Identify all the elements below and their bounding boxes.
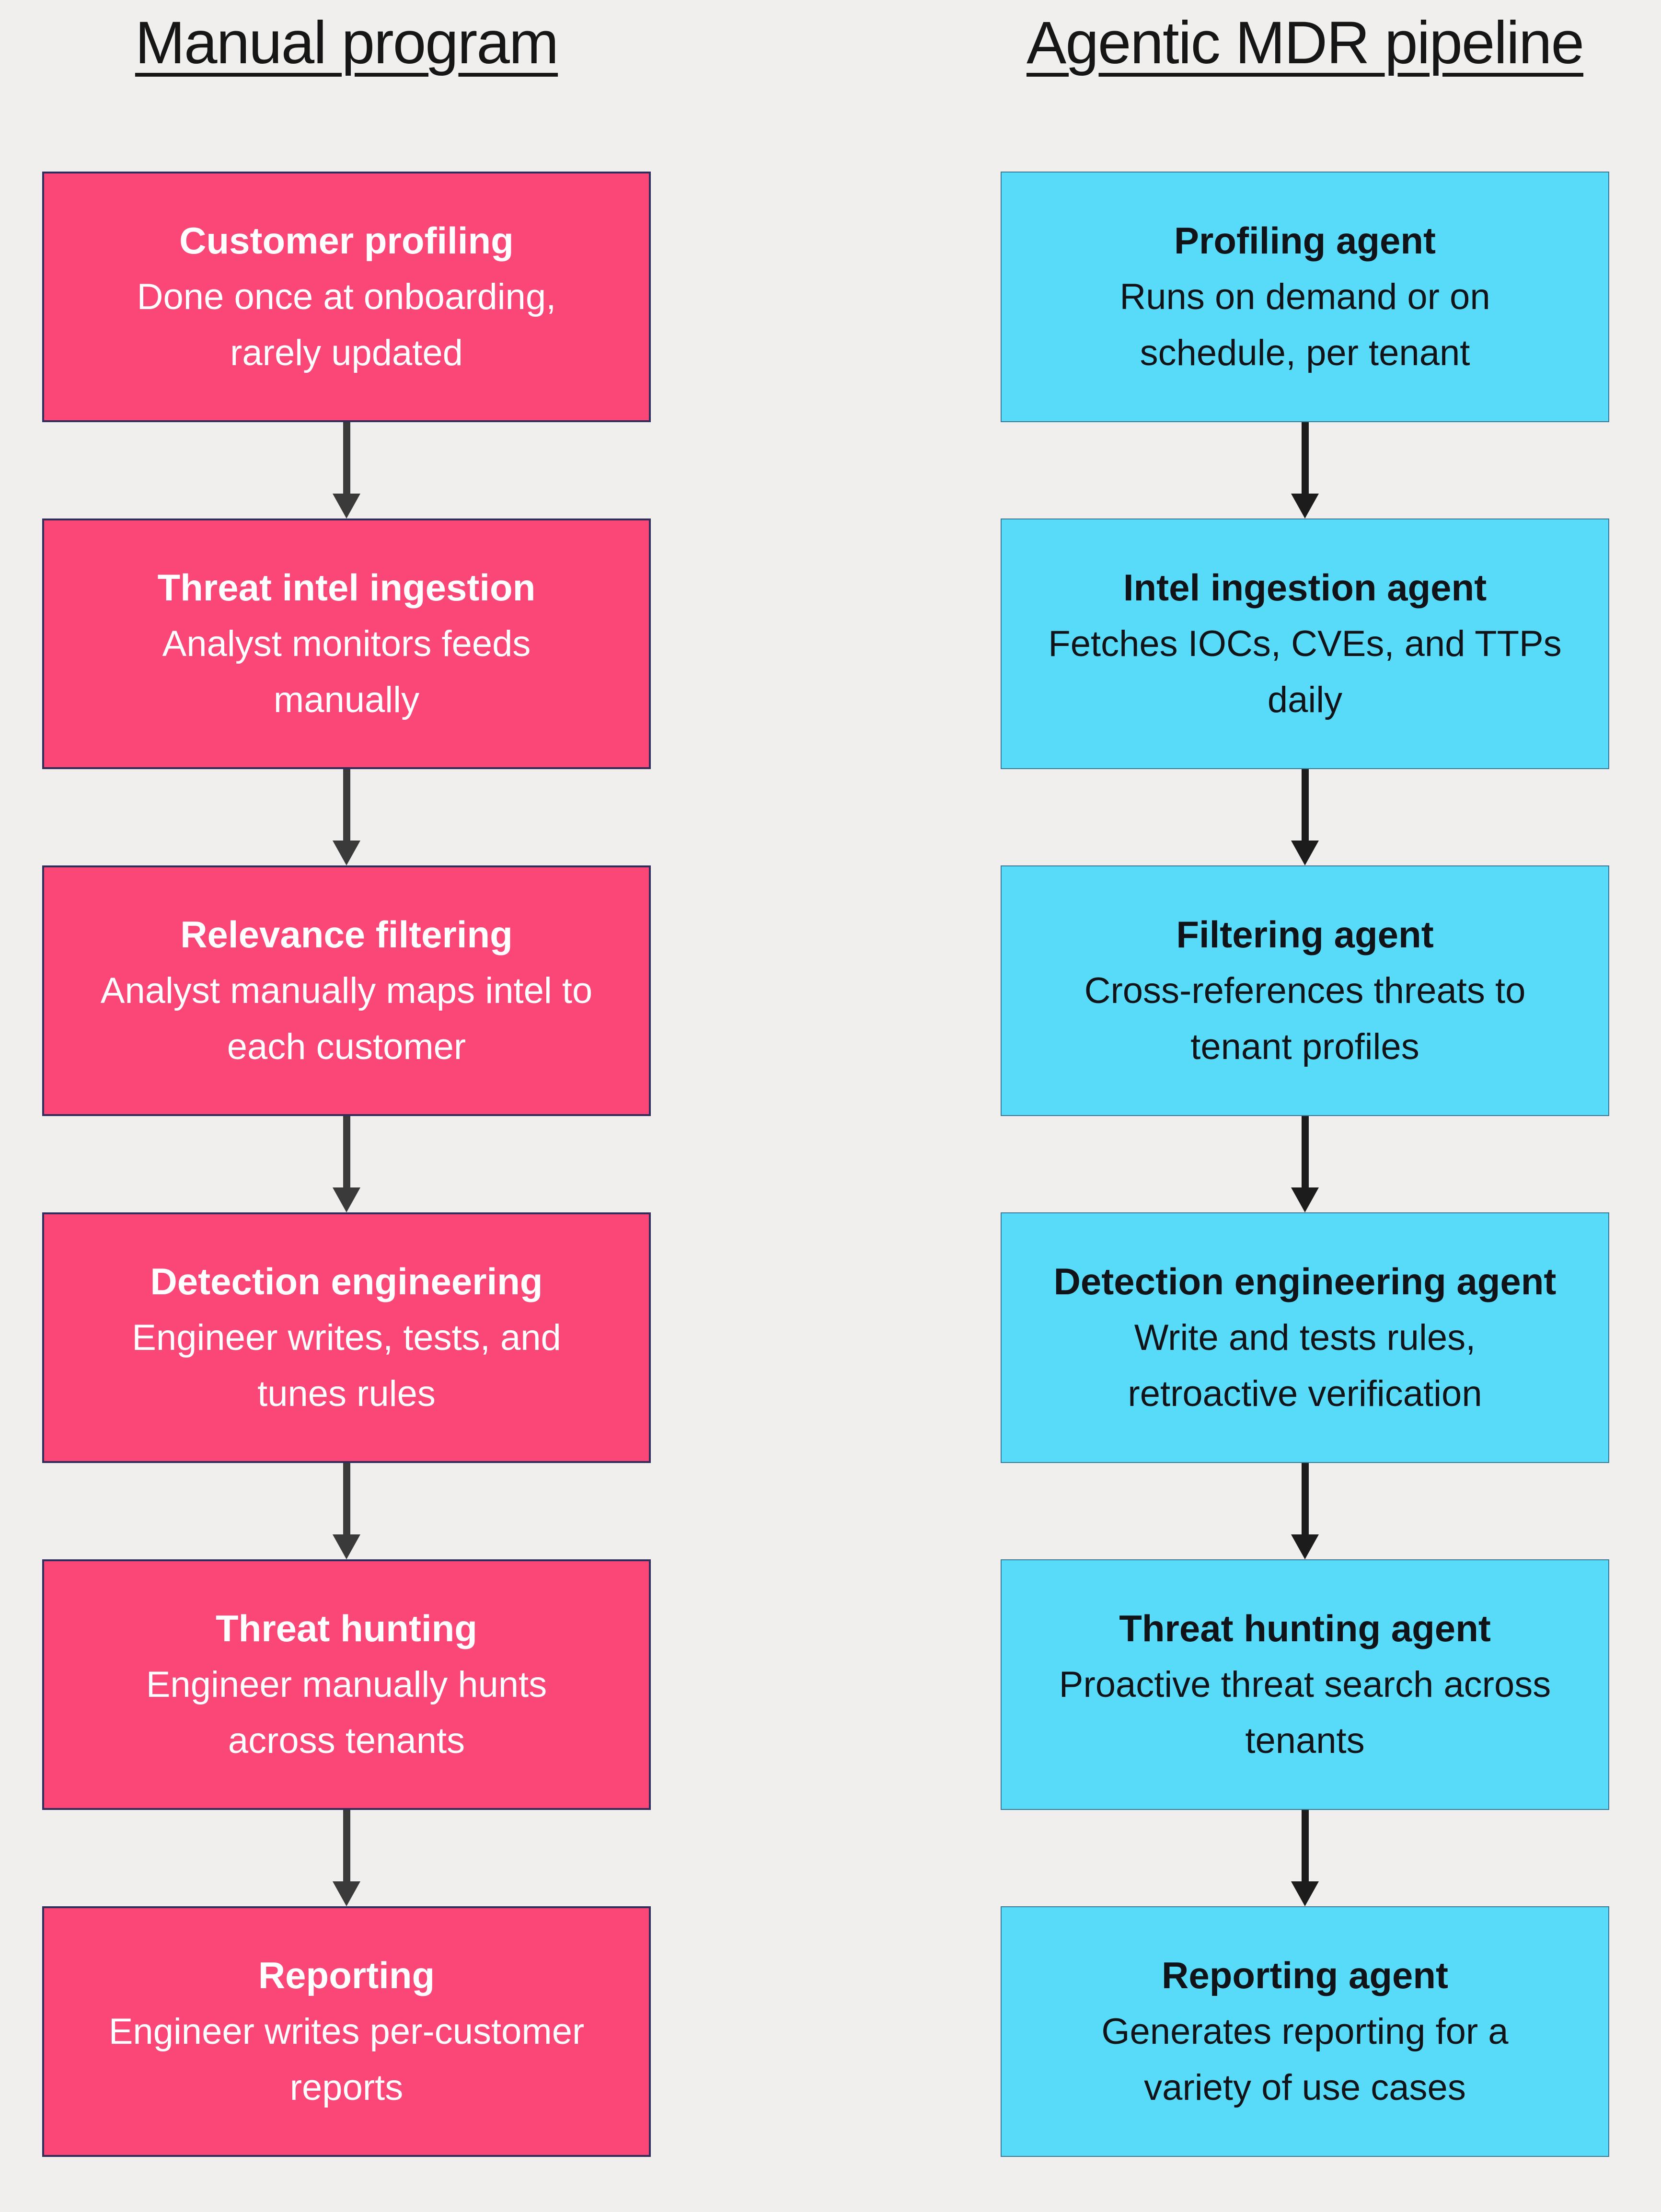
arrow-stem (1301, 1809, 1309, 1881)
node-title: Profiling agent (1174, 219, 1436, 262)
arrow-stem (1301, 769, 1309, 841)
arrow-down-icon (1001, 1116, 1609, 1212)
node-title: Threat intel ingestion (157, 566, 536, 609)
column-title-manual: Manual program (135, 10, 559, 76)
arrow-stem (343, 1809, 350, 1881)
arrow-down-icon (42, 1116, 651, 1212)
arrow-stem (1301, 422, 1309, 494)
node-relevance-filtering: Relevance filtering Analyst manually map… (42, 865, 651, 1116)
node-desc-line: daily (1267, 679, 1343, 720)
node-threat-hunting: Threat hunting Engineer manually hunts a… (42, 1559, 651, 1810)
node-desc-line: Fetches IOCs, CVEs, and TTPs (1048, 623, 1562, 664)
arrow-stem (1301, 1463, 1309, 1534)
node-desc-line: tenant profiles (1190, 1026, 1419, 1067)
arrow-head (1291, 1534, 1319, 1559)
node-intel-ingestion-agent: Intel ingestion agent Fetches IOCs, CVEs… (1001, 518, 1609, 769)
node-desc-line: Engineer manually hunts (146, 1664, 547, 1705)
node-desc-line: Runs on demand or on (1119, 276, 1490, 317)
arrow-head (1291, 1187, 1319, 1212)
node-desc-line: each customer (227, 1026, 466, 1067)
node-desc-line: retroactive verification (1128, 1373, 1482, 1414)
node-desc-line: Write and tests rules, (1134, 1317, 1476, 1358)
node-desc-line: tunes rules (257, 1373, 436, 1414)
node-desc-line: Engineer writes, tests, and (132, 1317, 561, 1358)
node-reporting-agent: Reporting agent Generates reporting for … (1001, 1906, 1609, 2157)
node-desc-line: schedule, per tenant (1140, 332, 1470, 373)
arrow-down-icon (1001, 422, 1609, 518)
node-detection-engineering-agent: Detection engineering agent Write and te… (1001, 1212, 1609, 1463)
node-customer-profiling: Customer profiling Done once at onboardi… (42, 171, 651, 422)
arrow-head (333, 1187, 360, 1212)
node-detection-engineering: Detection engineering Engineer writes, t… (42, 1212, 651, 1463)
arrow-stem (343, 1116, 350, 1187)
node-title: Detection engineering (150, 1260, 543, 1302)
node-desc-line: Done once at onboarding, (137, 276, 556, 317)
node-desc-line: across tenants (228, 1720, 465, 1761)
node-desc-line: reports (289, 2067, 404, 2108)
node-desc-line: manually (273, 679, 420, 720)
column-title-agentic: Agentic MDR pipeline (1027, 10, 1584, 76)
arrow-stem (343, 1463, 350, 1534)
node-desc-line: tenants (1245, 1720, 1365, 1761)
node-desc-line: Proactive threat search across (1059, 1664, 1551, 1705)
arrow-stem (343, 422, 350, 494)
node-title: Threat hunting agent (1119, 1607, 1491, 1649)
node-desc-line: Engineer writes per-customer (108, 2011, 585, 2052)
arrow-head (1291, 493, 1319, 518)
node-title: Detection engineering agent (1053, 1260, 1557, 1302)
node-title: Relevance filtering (180, 913, 513, 956)
arrow-head (333, 840, 360, 865)
arrow-head (333, 1881, 360, 1906)
node-reporting: Reporting Engineer writes per-customer r… (42, 1906, 651, 2157)
node-title: Filtering agent (1176, 913, 1434, 956)
arrow-down-icon (1001, 1809, 1609, 1906)
arrow-down-icon (42, 422, 651, 518)
arrow-head (1291, 840, 1319, 865)
node-threat-hunting-agent: Threat hunting agent Proactive threat se… (1001, 1559, 1609, 1810)
node-title: Reporting (258, 1954, 435, 1996)
agentic-steps: Profiling agent Runs on demand or on sch… (1001, 171, 1609, 2157)
arrow-stem (343, 769, 350, 841)
node-desc-line: variety of use cases (1144, 2067, 1466, 2108)
arrow-stem (1301, 1116, 1309, 1187)
node-desc-line: Analyst monitors feeds (162, 623, 531, 664)
node-title: Intel ingestion agent (1123, 566, 1487, 609)
node-desc-line: Analyst manually maps intel to (100, 970, 593, 1011)
arrow-head (333, 1534, 360, 1559)
node-title: Reporting agent (1162, 1954, 1448, 1996)
node-desc-line: Cross-references threats to (1084, 970, 1526, 1011)
node-title: Customer profiling (179, 219, 514, 262)
column-manual-program: Manual program Customer profiling Done o… (42, 0, 651, 2157)
arrow-head (1291, 1881, 1319, 1906)
arrow-down-icon (1001, 1463, 1609, 1559)
node-desc-line: Generates reporting for a (1101, 2011, 1509, 2052)
node-profiling-agent: Profiling agent Runs on demand or on sch… (1001, 171, 1609, 422)
column-agentic-mdr-pipeline: Agentic MDR pipeline Profiling agent Run… (1001, 0, 1609, 2157)
arrow-down-icon (42, 1809, 651, 1906)
arrow-down-icon (42, 1463, 651, 1559)
node-desc-line: rarely updated (230, 332, 463, 373)
node-threat-intel-ingestion: Threat intel ingestion Analyst monitors … (42, 518, 651, 769)
manual-steps: Customer profiling Done once at onboardi… (42, 171, 651, 2157)
node-filtering-agent: Filtering agent Cross-references threats… (1001, 865, 1609, 1116)
arrow-down-icon (1001, 769, 1609, 865)
node-title: Threat hunting (216, 1607, 477, 1649)
arrow-down-icon (42, 769, 651, 865)
arrow-head (333, 493, 360, 518)
